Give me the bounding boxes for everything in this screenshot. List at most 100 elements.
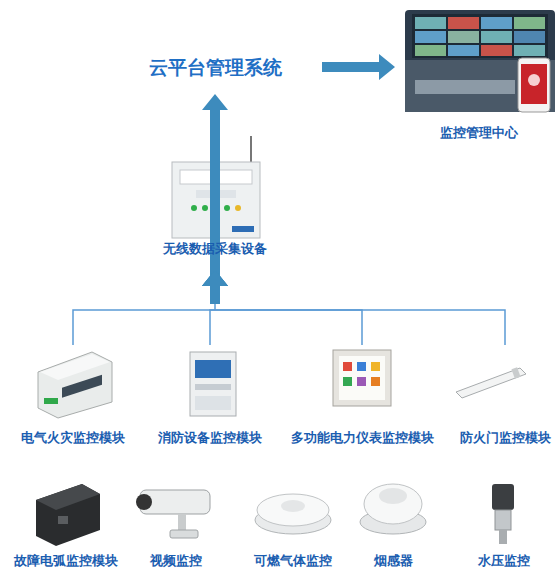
fire-door-module-photo-part <box>456 368 526 398</box>
sensor-box: 水压监控 <box>450 478 558 570</box>
fire-equipment-module-photo-part <box>190 352 236 416</box>
arc-fault-module-photo-part <box>36 484 100 510</box>
data-collector-photo-part <box>202 205 208 211</box>
caption-text: 故障电弧监控模块 <box>2 552 130 570</box>
caption-text: 监控管理中心 <box>403 124 555 142</box>
bus-line <box>215 310 505 345</box>
caption-text: 烟感器 <box>350 552 436 570</box>
block-arrow <box>322 54 395 80</box>
block-arrow <box>202 270 228 304</box>
monitor-center-photo-part <box>415 80 515 94</box>
module-box: 电气火灾监控模块 <box>2 345 144 447</box>
caption-text: 电气火灾监控模块 <box>2 429 144 447</box>
power-meter-photo-part <box>371 362 380 371</box>
power-meter-photo-part <box>371 377 380 386</box>
fire-equipment-module-photo-part <box>195 360 231 378</box>
connector <box>322 54 395 80</box>
monitor-center-photo-part <box>448 31 479 43</box>
monitor-center-photo-part <box>528 74 540 86</box>
caption-text: 可燃气体监控 <box>236 552 350 570</box>
bus-line <box>215 310 362 345</box>
camera-photo-part <box>136 494 152 510</box>
pressure-sensor-photo-part <box>499 530 507 544</box>
camera-photo <box>136 490 210 538</box>
power-meter-photo-part <box>343 377 352 386</box>
data-collector-photo-part <box>224 205 230 211</box>
gas-detector-photo <box>255 494 331 534</box>
arc-fault-module-photo-part <box>58 516 68 524</box>
arc-fault-module-photo-part <box>36 484 100 546</box>
sensor-box: 故障电弧监控模块 <box>2 478 130 570</box>
gas-detector-photo-part <box>281 500 305 512</box>
title-text: 云平台管理系统 <box>140 52 290 82</box>
monitor-center-photo-part <box>521 64 547 104</box>
pressure-sensor-photo-part <box>492 484 514 510</box>
power-meter-photo-part <box>339 356 385 400</box>
fire-door-module-photo <box>456 367 526 398</box>
pressure-sensor-photo <box>492 484 514 544</box>
block-arrow <box>202 270 228 304</box>
data-collector-photo-part <box>191 205 197 211</box>
monitor-center-photo-part <box>481 17 512 29</box>
connector <box>202 94 228 310</box>
electrical-fire-module-photo-part <box>44 398 58 404</box>
fire-door-module-photo-part <box>511 367 520 378</box>
electrical-fire-module-photo-part <box>38 352 112 418</box>
gas-detector-photo-part <box>257 494 329 526</box>
pressure-sensor-photo-part <box>495 510 511 530</box>
electrical-fire-module-photo-part <box>62 375 102 398</box>
monitor-center-photo-part <box>412 14 548 58</box>
sensor-box: 可燃气体监控 <box>236 478 350 570</box>
caption-text: 视频监控 <box>132 552 220 570</box>
monitor-center-photo-part <box>514 31 545 43</box>
monitor-center-photo-part <box>514 17 545 29</box>
fire-equipment-module-photo <box>190 352 236 416</box>
monitor-center-photo-part <box>481 45 512 56</box>
smoke-detector-photo-part <box>364 484 422 524</box>
connector <box>202 270 505 345</box>
connector <box>202 270 362 345</box>
power-meter-photo-part <box>343 362 352 371</box>
camera-photo-part <box>178 514 186 532</box>
data-collector-photo-part <box>250 136 252 164</box>
bus-line <box>73 310 215 345</box>
power-meter-photo-part <box>357 362 366 371</box>
smoke-detector-photo <box>360 484 426 534</box>
caption-text: 防火门监控模块 <box>450 429 560 447</box>
camera-photo-part <box>170 530 198 538</box>
monitor-center-photo-part <box>415 31 446 43</box>
caption-text: 消防设备监控模块 <box>150 429 270 447</box>
bus-line <box>210 310 215 345</box>
power-meter-photo-part <box>333 350 391 406</box>
monitor-center-photo-part <box>405 10 555 112</box>
data-collector-photo-part <box>232 226 254 232</box>
sensor-box: 视频监控 <box>132 478 220 570</box>
block-arrow <box>202 270 228 304</box>
monitor-center-photo <box>405 10 555 112</box>
module-box: 多功能电力仪表监控模块 <box>280 345 444 447</box>
monitor-center-photo-part <box>415 17 446 29</box>
caption-text: 多功能电力仪表监控模块 <box>280 429 444 447</box>
connector <box>73 270 228 345</box>
monitor-center-photo-part <box>448 17 479 29</box>
power-meter-photo <box>333 350 391 406</box>
cloud-platform-title: 云平台管理系统 <box>140 52 290 82</box>
fire-equipment-module-photo-part <box>195 396 231 410</box>
monitor-center-photo-part <box>481 31 512 43</box>
block-arrow <box>202 94 228 304</box>
block-arrow <box>202 270 228 304</box>
caption-text: 水压监控 <box>450 552 558 570</box>
monitor-center: 监控管理中心 <box>403 8 555 142</box>
connector <box>202 270 228 345</box>
arc-fault-module-photo <box>36 484 100 546</box>
monitor-center-photo-part <box>415 45 446 56</box>
smoke-detector-photo-part <box>379 488 407 504</box>
electrical-fire-module-photo <box>38 352 112 418</box>
caption-text: 无线数据采集设备 <box>148 240 282 258</box>
monitor-center-photo-part <box>514 45 545 56</box>
fire-equipment-module-photo-part <box>195 384 231 390</box>
monitor-center-photo-part <box>448 45 479 56</box>
